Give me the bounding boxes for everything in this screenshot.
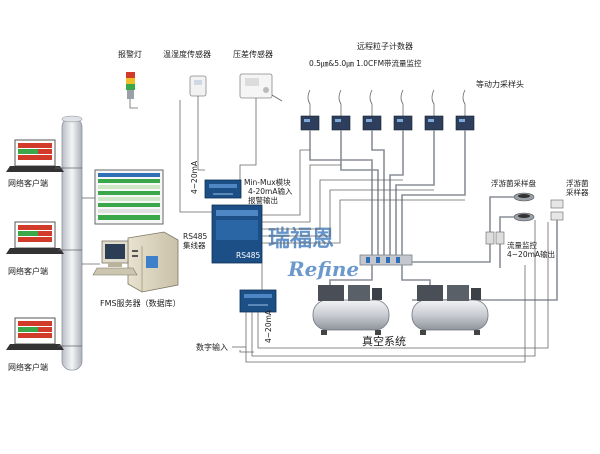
- alarm-light: [126, 72, 135, 99]
- isokinetic-probe-label: 等动力采样头: [476, 79, 524, 89]
- pump-feed-tubing: [329, 265, 431, 285]
- counter-spec-label: 0.5㎛&5.0㎛ 1.0CFM带流量监控: [309, 58, 422, 69]
- rs485-hub: [211, 204, 263, 264]
- counter-vacuum-tubing: [309, 130, 466, 255]
- pressure-sensor: [239, 73, 283, 102]
- pressure-sensor-label: 压差传感器: [233, 49, 273, 59]
- signal-4-20ma-label-bottom: 4~20mA: [264, 309, 273, 343]
- alarm-light-label: 报警灯: [118, 49, 142, 59]
- sensor-wiring: [129, 96, 257, 213]
- hub-data-lines: [262, 149, 465, 244]
- network-client-label-1: 网络客户端: [8, 178, 48, 188]
- network-client-label-3: 网络客户端: [8, 362, 48, 372]
- vacuum-pump: [411, 285, 489, 335]
- remote-counter-label: 远程粒子计数器: [357, 41, 413, 51]
- signal-4-20ma-label-top: 4~20mA: [190, 160, 199, 194]
- minimux-label-line1: Min-Mux模块: [244, 177, 291, 187]
- digital-input-label: 数字输入: [196, 342, 228, 352]
- flow-monitor: [485, 231, 505, 245]
- plankton-sampler: [550, 199, 564, 221]
- fms-server-label: FMS服务器（数据库）: [100, 298, 181, 308]
- minimux-label-line2: 4-20mA输入: [248, 186, 293, 196]
- particle-counter: [362, 89, 382, 131]
- network-client-laptop: [6, 317, 64, 350]
- lower-wiring: [239, 220, 549, 363]
- network-client-laptop: [6, 221, 64, 254]
- particle-counter: [331, 89, 351, 131]
- particle-counter: [300, 89, 320, 131]
- vacuum-pump: [312, 285, 390, 335]
- lower-monitoring-module: [239, 289, 277, 313]
- watermark-cn: 瑞福恩: [268, 226, 334, 252]
- plankton-plate-label: 浮游菌采样盘: [491, 178, 536, 188]
- rs485-label-line2: 集线器: [183, 240, 206, 250]
- minimux-module: [204, 179, 242, 199]
- vacuum-system-label: 真空系统: [362, 334, 406, 348]
- particle-counters: [300, 89, 475, 131]
- particle-counter: [393, 89, 413, 131]
- particle-counter: [455, 89, 475, 131]
- network-client-label-2: 网络客户端: [8, 266, 48, 276]
- plankton-sampling-plate: [513, 192, 535, 202]
- rs485-panel-label: RS485: [236, 251, 261, 260]
- temp-humidity-sensor: [189, 75, 207, 97]
- network-links: [62, 167, 100, 347]
- fms-server-tower: [127, 231, 179, 293]
- temp-humidity-sensor-label: 温湿度传感器: [163, 49, 211, 59]
- plankton-sampler-label-line1: 浮游菌: [566, 178, 589, 188]
- vacuum-manifold: [359, 254, 413, 266]
- flow-monitor-label-line2: 4~20mA输出: [507, 249, 555, 259]
- watermark-en: Refine: [287, 257, 359, 281]
- particle-counter: [424, 89, 444, 131]
- fms-server-monitor: [94, 169, 164, 225]
- server-crt-monitor: [92, 240, 138, 276]
- plankton-sampler-label-line2: 采样器: [566, 187, 589, 197]
- flow-monitor-label-line1: 流量监控: [507, 240, 537, 250]
- rs485-label-line1: RS485: [183, 232, 208, 241]
- network-client-laptop: [6, 139, 64, 172]
- network-backbone-pole: [61, 115, 83, 371]
- plankton-sampling-plate: [513, 212, 535, 222]
- minimux-label-line3: 报警输出: [248, 195, 278, 205]
